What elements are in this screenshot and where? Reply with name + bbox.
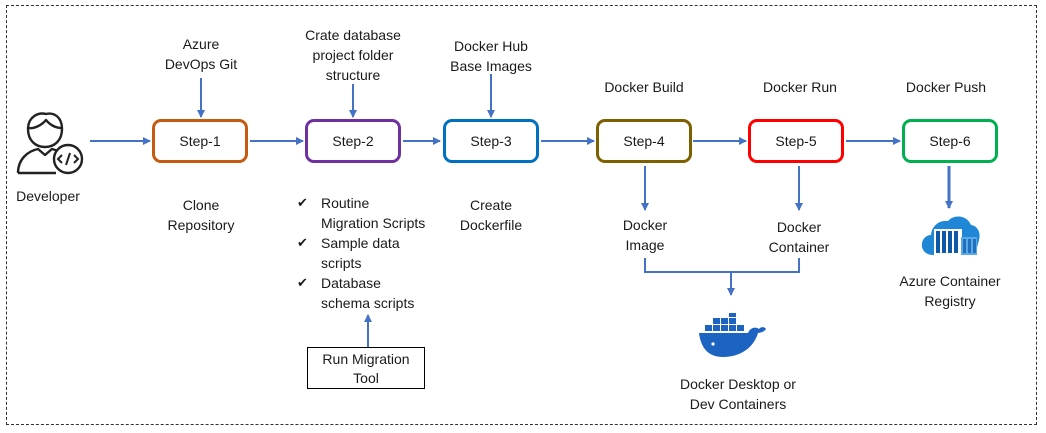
step-6-label: Step-6: [929, 133, 971, 149]
checkmark-icon: ✔: [297, 235, 308, 250]
step-3-box[interactable]: Step-3: [443, 119, 539, 163]
clone-repository-label: Clone Repository: [167, 197, 235, 233]
developer-label: Developer: [16, 188, 80, 204]
azure-container-registry-label: Azure Container Registry: [899, 273, 1001, 309]
step-2-label: Step-2: [332, 133, 374, 149]
checklist-item: ✔ Sample data scripts: [297, 233, 471, 273]
bracket-image-container: [644, 258, 800, 273]
folder-structure-label: Crate database project folder structure: [305, 27, 401, 83]
step-3-label: Step-3: [470, 133, 512, 149]
docker-image-label: Docker Image: [622, 217, 668, 253]
step-5-box[interactable]: Step-5: [748, 119, 844, 163]
checklist-item: ✔ Database schema scripts: [297, 273, 471, 313]
step-4-label: Step-4: [623, 133, 665, 149]
checklist-item-text: Database schema scripts: [321, 275, 415, 311]
checkmark-icon: ✔: [297, 195, 308, 210]
checkmark-icon: ✔: [297, 275, 308, 290]
step-1-box[interactable]: Step-1: [152, 119, 248, 163]
migration-checklist: ✔ Routine Migration Scripts ✔ Sample data …: [297, 193, 471, 313]
step-1-label: Step-1: [179, 133, 221, 149]
docker-build-label: Docker Build: [604, 79, 684, 95]
azure-container-registry-icon: [921, 216, 980, 255]
docker-whale-icon: [699, 313, 766, 357]
checklist-item-text: Sample data scripts: [321, 235, 400, 271]
docker-desktop-label: Docker Desktop or Dev Containers: [680, 376, 796, 412]
docker-push-label: Docker Push: [905, 79, 987, 95]
run-migration-tool-box[interactable]: Run Migration Tool: [307, 347, 425, 389]
step-2-box[interactable]: Step-2: [305, 119, 401, 163]
azure-devops-git-label: Azure DevOps Git: [164, 36, 238, 72]
diagram-frame: [6, 5, 1037, 425]
developer-code-icon: [16, 112, 84, 175]
step-6-box[interactable]: Step-6: [902, 119, 998, 163]
docker-hub-label: Docker Hub Base Images: [450, 38, 532, 74]
docker-run-label: Docker Run: [763, 79, 837, 95]
checklist-item: ✔ Routine Migration Scripts: [297, 193, 471, 233]
step-5-label: Step-5: [775, 133, 817, 149]
docker-container-label: Docker Container: [768, 219, 830, 255]
create-dockerfile-label: Create Dockerfile: [459, 197, 523, 233]
step-4-box[interactable]: Step-4: [596, 119, 692, 163]
checklist-item-text: Routine Migration Scripts: [321, 195, 426, 231]
